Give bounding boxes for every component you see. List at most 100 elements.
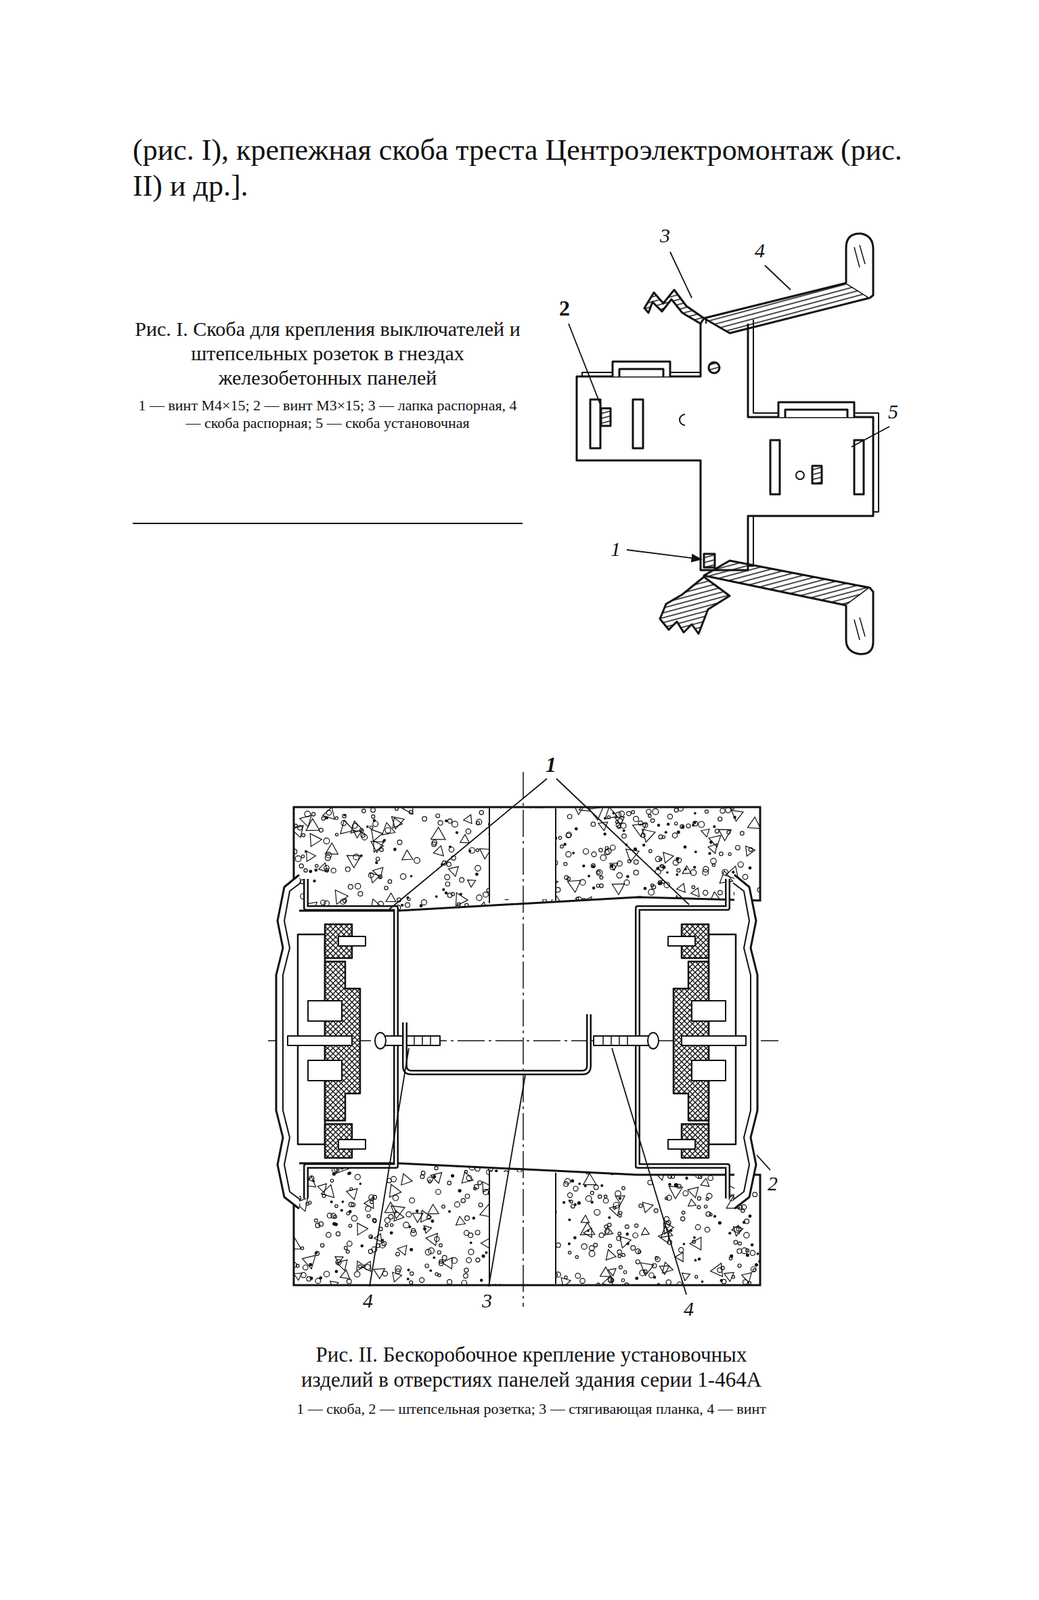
concrete-grain bbox=[633, 869, 639, 875]
concrete-grain bbox=[466, 1256, 472, 1262]
concrete-grain bbox=[710, 1263, 723, 1278]
concrete-grain bbox=[454, 1201, 460, 1207]
concrete-grain bbox=[384, 1217, 390, 1223]
concrete-grain bbox=[437, 1250, 441, 1254]
concrete-grain bbox=[623, 1270, 627, 1274]
concrete-grain bbox=[752, 1268, 756, 1272]
mounting-bracket-part bbox=[703, 282, 870, 334]
concrete-grain bbox=[573, 1185, 579, 1191]
concrete-grain bbox=[605, 806, 620, 823]
concrete-grain bbox=[469, 849, 472, 852]
concrete-grain bbox=[393, 848, 397, 851]
concrete-grain bbox=[575, 1163, 581, 1169]
concrete-grain bbox=[354, 1173, 361, 1180]
concrete-grain bbox=[291, 1261, 297, 1267]
concrete-grain bbox=[597, 1266, 612, 1281]
concrete-grain bbox=[678, 1246, 684, 1252]
concrete-grain bbox=[728, 1231, 732, 1234]
concrete-grain bbox=[695, 1224, 700, 1230]
concrete-grain bbox=[559, 904, 565, 911]
concrete-grain bbox=[430, 1172, 445, 1185]
concrete-grain bbox=[609, 1200, 625, 1216]
concrete-grain bbox=[573, 1203, 577, 1206]
concrete-grain bbox=[425, 1248, 431, 1255]
concrete-grain bbox=[485, 1251, 488, 1254]
concrete-grain bbox=[674, 821, 678, 825]
mounting-bracket-part bbox=[854, 439, 864, 495]
concrete-grain bbox=[684, 1167, 690, 1172]
concrete-grain bbox=[633, 859, 639, 865]
concrete-grain bbox=[682, 865, 694, 878]
concrete-grain bbox=[465, 1215, 470, 1221]
concrete-grain bbox=[733, 1240, 738, 1245]
concrete-grain bbox=[358, 891, 363, 897]
concrete-grain bbox=[446, 861, 451, 866]
concrete-grain bbox=[617, 1231, 622, 1236]
concrete-grain bbox=[447, 1180, 451, 1184]
concrete-grain bbox=[324, 900, 330, 906]
concrete-grain bbox=[422, 816, 428, 822]
concrete-grain bbox=[433, 1175, 436, 1178]
concrete-grain bbox=[568, 1218, 571, 1221]
panel-section-part-part bbox=[488, 1170, 491, 1284]
concrete-grain bbox=[444, 874, 451, 880]
concrete-grain bbox=[617, 1254, 621, 1257]
concrete-grain bbox=[321, 1182, 338, 1198]
concrete-grain bbox=[609, 859, 621, 871]
concrete-grain bbox=[370, 807, 376, 813]
concrete-grain bbox=[590, 821, 595, 826]
concrete-grain bbox=[567, 1250, 571, 1254]
concrete-grain bbox=[348, 1223, 352, 1228]
concrete-grain bbox=[372, 821, 379, 827]
concrete-grain bbox=[287, 1236, 304, 1255]
mounting-bracket-part bbox=[703, 560, 870, 606]
concrete-grain bbox=[371, 814, 375, 818]
concrete-grain bbox=[358, 1264, 363, 1268]
concrete-grain bbox=[635, 1248, 641, 1253]
panel-section-part bbox=[489, 808, 556, 1284]
concrete-grain bbox=[714, 1214, 717, 1218]
mounting-bracket-part bbox=[812, 465, 822, 484]
concrete-grain bbox=[618, 810, 625, 817]
concrete-grain bbox=[348, 1202, 354, 1207]
concrete-grain bbox=[611, 883, 625, 895]
concrete-grain bbox=[580, 1277, 586, 1284]
mounting-bracket-part bbox=[703, 553, 715, 568]
concrete-grain bbox=[345, 866, 350, 872]
concrete-grain bbox=[745, 1253, 749, 1257]
concrete-grain bbox=[330, 1179, 334, 1182]
concrete-grain bbox=[469, 847, 475, 853]
concrete-grain bbox=[425, 1232, 442, 1248]
concrete-grain bbox=[690, 869, 696, 875]
concrete-grain bbox=[326, 809, 331, 815]
concrete-grain bbox=[708, 890, 722, 903]
concrete-grain bbox=[610, 844, 616, 850]
concrete-grain bbox=[601, 1184, 604, 1187]
concrete-grain bbox=[581, 1243, 587, 1249]
concrete-grain bbox=[577, 1201, 581, 1205]
concrete-grain bbox=[588, 874, 591, 877]
concrete-grain bbox=[389, 1183, 402, 1199]
leader-lines-part bbox=[488, 1074, 526, 1287]
concrete-grain bbox=[676, 868, 681, 872]
mounting-bracket-part bbox=[796, 471, 805, 480]
concrete-grain bbox=[385, 892, 396, 902]
concrete-grain bbox=[676, 1281, 683, 1287]
concrete-grain bbox=[702, 869, 709, 876]
concrete-grain bbox=[321, 816, 325, 820]
concrete-grain bbox=[626, 810, 631, 815]
concrete-grain bbox=[619, 1210, 623, 1214]
socket-assembly-part bbox=[338, 936, 366, 946]
concrete-grain bbox=[622, 829, 625, 832]
concrete-grain bbox=[605, 1249, 617, 1262]
concrete-grain bbox=[567, 1242, 570, 1245]
leader-lines-part bbox=[568, 323, 602, 407]
mounting-bracket-part bbox=[601, 408, 611, 426]
concrete-grain bbox=[691, 885, 695, 889]
concrete-grain bbox=[469, 1164, 475, 1170]
concrete-grain bbox=[410, 1229, 417, 1236]
concrete-grain bbox=[322, 804, 338, 820]
concrete-grain bbox=[345, 1249, 350, 1253]
concrete-grain bbox=[573, 1235, 577, 1239]
concrete-grain bbox=[751, 1243, 754, 1246]
